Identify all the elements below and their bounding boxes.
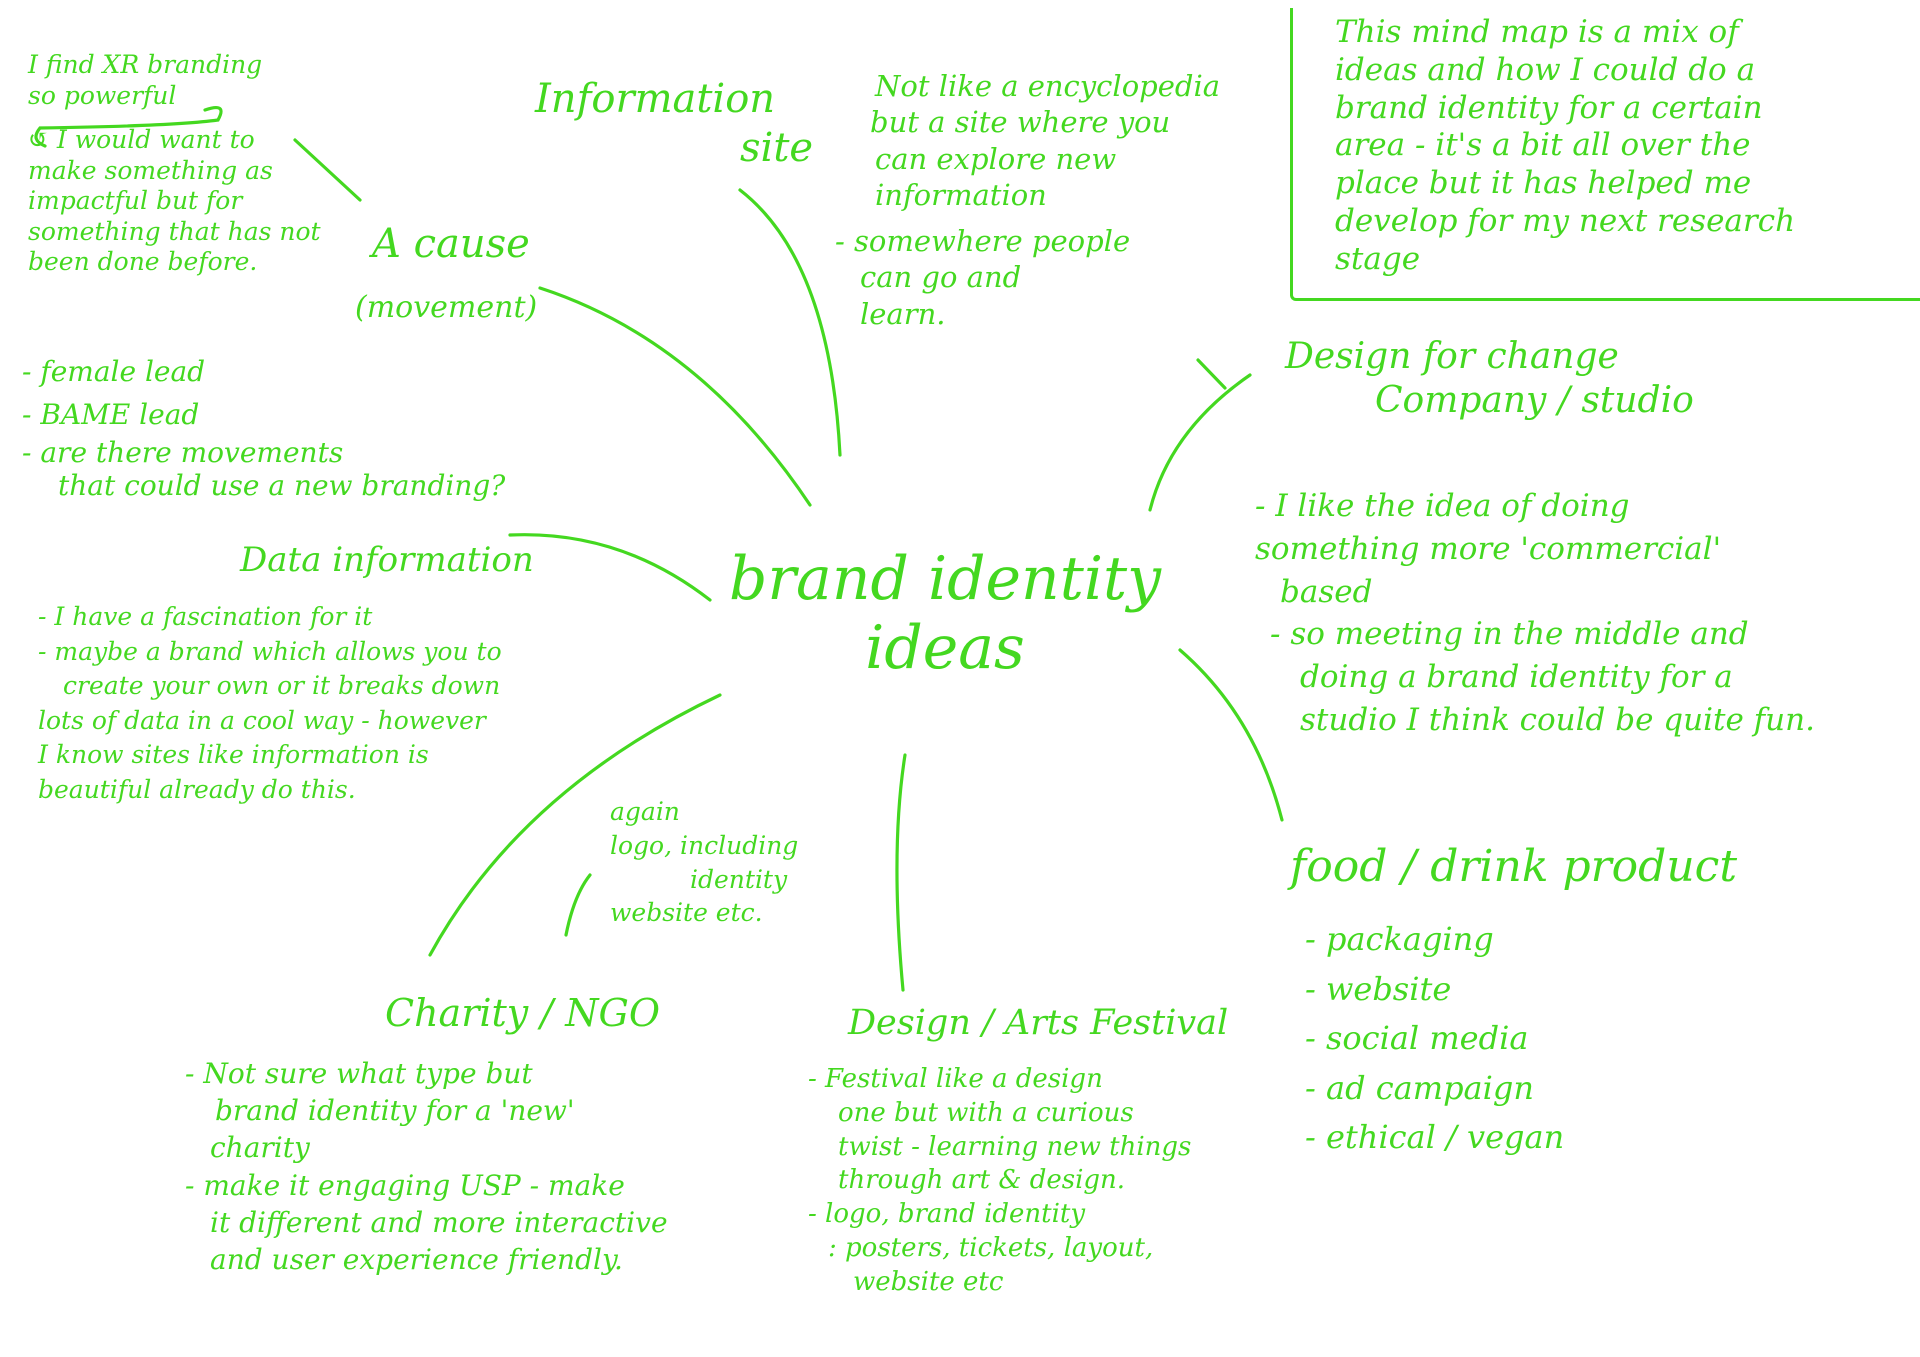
- info-site-title-line: Information: [535, 76, 776, 122]
- festival-title: Design / Arts Festival: [848, 1003, 1229, 1043]
- central-topic: brand identity ideas: [705, 545, 1185, 683]
- again-note-line: logo, including: [610, 830, 799, 860]
- info-site-line: can go and: [860, 260, 1022, 295]
- design-change-line: - so meeting in the middle and: [1270, 616, 1749, 653]
- charity-notes: - Not sure what type but brand identity …: [185, 1055, 668, 1278]
- food-item: - ad campaign: [1305, 1068, 1534, 1107]
- cause-item: that could use a new branding?: [58, 468, 506, 502]
- festival-line: one but with a curious: [838, 1097, 1134, 1128]
- info-site-line: Not like a encyclopedia: [875, 69, 1221, 103]
- charity-line: charity: [210, 1131, 310, 1165]
- charity-line: and user experience friendly.: [210, 1243, 623, 1277]
- summary-line: area - it's a bit all over the: [1335, 127, 1751, 164]
- festival-line: : posters, tickets, layout,: [828, 1232, 1154, 1263]
- cause-item: - female lead: [22, 355, 206, 388]
- data-info-line: lots of data in a cool way - however: [38, 705, 486, 735]
- data-info-line: I know sites like information is: [38, 740, 429, 769]
- again-note-line: identity: [690, 864, 788, 894]
- design-change-line: something more 'commercial': [1255, 530, 1722, 567]
- xr-note-line: something that has not: [28, 216, 321, 246]
- connector-festival: [895, 753, 907, 992]
- connector-xr-arrow: [34, 106, 223, 148]
- summary-note-box: [1290, 8, 1920, 301]
- again-note-line: again: [610, 797, 680, 826]
- data-info-line: create your own or it breaks down: [63, 671, 501, 700]
- design-change-line: studio I think could be quite fun.: [1300, 701, 1815, 738]
- summary-line: This mind map is a mix of: [1335, 14, 1739, 50]
- again-note: again logo, including identity website e…: [610, 795, 798, 930]
- festival-notes: - Festival like a design one but with a …: [808, 1063, 1191, 1300]
- connector-charity: [428, 693, 722, 957]
- design-change-line: doing a brand identity for a: [1300, 659, 1733, 696]
- central-topic-line-2: ideas: [865, 613, 1025, 683]
- summary-line: place but it has helped me: [1335, 165, 1752, 202]
- cause-item: - are there movements: [22, 435, 344, 469]
- design-change-notes: - I like the idea of doing something mor…: [1255, 485, 1815, 742]
- charity-title: Charity / NGO: [385, 991, 660, 1035]
- connector-data-info: [508, 533, 712, 602]
- food-list: - packaging - website - social media - a…: [1305, 915, 1564, 1163]
- info-site-line: information: [875, 177, 1047, 212]
- summary-line: develop for my next research: [1335, 203, 1796, 240]
- food-title: food / drink product: [1290, 841, 1738, 892]
- xr-note-line: so powerful: [28, 80, 177, 110]
- food-item: - ethical / vegan: [1305, 1118, 1565, 1157]
- info-site-line: can explore new: [875, 141, 1117, 176]
- charity-line: it different and more interactive: [210, 1205, 668, 1239]
- connector-info-site: [738, 188, 842, 457]
- summary-line: ideas and how I could do a: [1335, 51, 1756, 88]
- festival-line: website etc: [853, 1266, 1004, 1297]
- info-site-line: learn.: [860, 296, 946, 331]
- cause-item: - BAME lead: [22, 398, 200, 432]
- connector-design-change: [1148, 373, 1252, 512]
- design-change-title-line: Design for change: [1285, 336, 1619, 377]
- food-item: - social media: [1305, 1019, 1529, 1058]
- info-site-notes: Not like a encyclopedia but a site where…: [835, 68, 1220, 332]
- charity-line: brand identity for a 'new': [215, 1094, 575, 1128]
- cause-list: - female lead - BAME lead - are there mo…: [22, 350, 505, 503]
- xr-note-line: I find XR branding: [28, 50, 263, 79]
- xr-note-line: ↺ I would want to: [28, 125, 255, 154]
- design-change-line: - I like the idea of doing: [1255, 488, 1630, 524]
- summary-line: stage: [1335, 240, 1421, 277]
- design-change-line: based: [1280, 573, 1373, 610]
- connector-food: [1178, 648, 1284, 822]
- connector-again: [564, 873, 592, 937]
- connector-xr-note: [293, 138, 362, 202]
- again-note-line: website etc.: [610, 898, 763, 928]
- xr-note-line: impactful but for: [28, 186, 243, 215]
- central-topic-line-1: brand identity: [728, 544, 1162, 614]
- info-site-line: - somewhere people: [835, 224, 1131, 258]
- data-info-title: Data information: [240, 540, 534, 580]
- data-info-line: beautiful already do this.: [38, 774, 356, 804]
- charity-line: - Not sure what type but: [185, 1057, 533, 1090]
- cause-subtitle: (movement): [355, 290, 538, 325]
- info-site-title-line: site: [740, 124, 814, 171]
- summary-note-text: This mind map is a mix of ideas and how …: [1335, 14, 1795, 279]
- connector-cause: [538, 286, 812, 507]
- festival-line: twist - learning new things: [838, 1131, 1192, 1162]
- design-change-title: Design for change Company / studio: [1285, 335, 1694, 423]
- xr-note-line: been done before.: [28, 247, 258, 276]
- festival-line: - Festival like a design: [808, 1064, 1103, 1094]
- xr-note: I find XR branding so powerful ↺ I would…: [28, 50, 321, 278]
- design-change-title-line: Company / studio: [1375, 379, 1694, 421]
- summary-line: brand identity for a certain: [1335, 89, 1763, 126]
- info-site-title: Information site: [535, 75, 813, 173]
- festival-line: - logo, brand identity: [808, 1199, 1086, 1230]
- food-item: - website: [1305, 969, 1452, 1008]
- connector-design-change-tick: [1196, 358, 1227, 390]
- info-site-line: but a site where you: [870, 105, 1171, 140]
- festival-line: through art & design.: [838, 1165, 1126, 1196]
- cause-title: A cause: [372, 221, 530, 267]
- data-info-line: - I have a fascination for it: [38, 602, 373, 631]
- xr-note-line: make something as: [28, 155, 273, 185]
- data-info-line: - maybe a brand which allows you to: [38, 636, 502, 666]
- charity-line: - make it engaging USP - make: [185, 1168, 625, 1202]
- food-item: - packaging: [1305, 920, 1494, 958]
- data-info-notes: - I have a fascination for it - maybe a …: [38, 600, 502, 807]
